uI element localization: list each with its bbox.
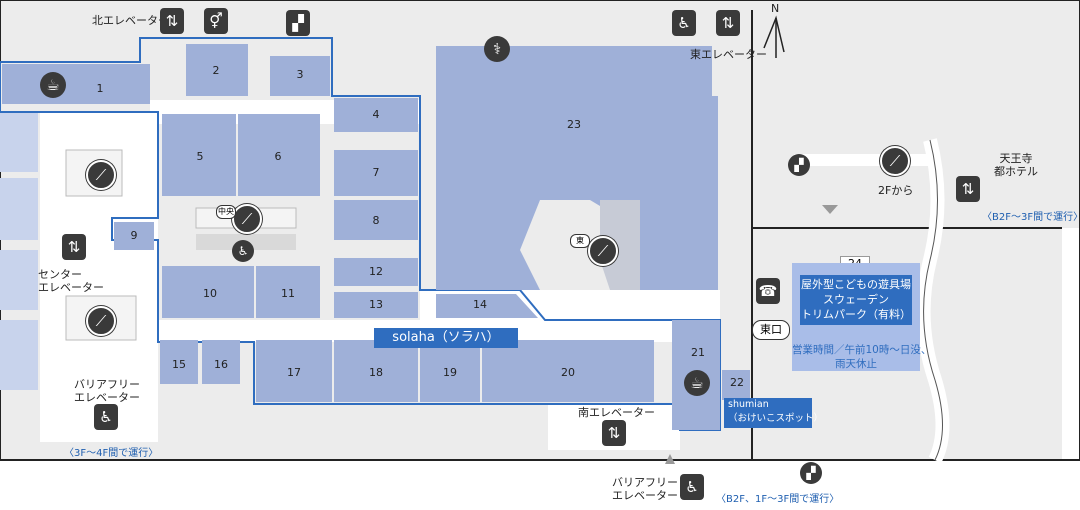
building-border: [0, 0, 1080, 461]
store-12[interactable]: 12: [369, 265, 383, 278]
store-2[interactable]: 2: [212, 64, 220, 77]
store-16[interactable]: 16: [214, 358, 228, 371]
center-elevator-label: センター エレベーター: [38, 268, 104, 294]
smoking-area-icon[interactable]: ⚕: [484, 36, 510, 62]
building-east-upper: [752, 0, 1080, 228]
south-elevator-icon[interactable]: ⇅: [602, 420, 626, 446]
park-hours: 営業時間／午前10時〜日没、 雨天休止: [792, 344, 932, 370]
stairs-icon[interactable]: ▞: [286, 10, 310, 36]
tennoji-hotel-note: 〈B2F〜3F間で運行〉: [982, 212, 1080, 223]
cafe-icon-south[interactable]: ☕: [684, 370, 710, 396]
cafe-icon[interactable]: ☕: [40, 72, 66, 98]
escalator-icon-southwest[interactable]: ⟋: [86, 306, 116, 336]
center-escalator-tag: 中央: [216, 205, 236, 219]
area-left-3: [0, 250, 38, 310]
store-1[interactable]: 1: [96, 82, 104, 95]
barrier-free-elevator-bottom-icon[interactable]: ♿: [680, 474, 704, 500]
area-left-1: [0, 112, 38, 172]
store-23[interactable]: 23: [567, 118, 581, 131]
escalator-icon-west[interactable]: ⟋: [86, 160, 116, 190]
barrier-free-elevator-bottom-label: バリアフリー エレベーター: [612, 476, 678, 502]
store-17[interactable]: 17: [287, 366, 301, 379]
escalator-from-2f-icon[interactable]: ⟋: [880, 146, 910, 176]
east-escalator-tag: 東: [570, 234, 590, 248]
store-10[interactable]: 10: [203, 287, 217, 300]
store-shapes: [2, 44, 750, 430]
compass-north-label: N: [771, 2, 780, 15]
tennoji-hotel-label: 天王寺 都ホテル: [994, 152, 1038, 178]
wheelchair-icon[interactable]: ♿: [672, 10, 696, 36]
park-area[interactable]: 屋外型こどもの遊具場 スウェーデン トリムパーク（有料） 営業時間／午前10時〜…: [792, 263, 932, 371]
north-elevator-label: 北エレベーター: [92, 14, 169, 27]
store-22[interactable]: 22: [730, 376, 744, 389]
area-left-2: [0, 178, 38, 240]
store-20[interactable]: 20: [561, 366, 575, 379]
payphone-icon[interactable]: ☎: [756, 278, 780, 304]
store-14[interactable]: 14: [473, 298, 487, 311]
store-18[interactable]: 18: [369, 366, 383, 379]
east-elevator-icon[interactable]: ⇅: [716, 10, 740, 36]
barrier-free-elevator-bottom-note: 〈B2F、1F〜3F間で運行〉: [716, 494, 840, 505]
park-name: 屋外型こどもの遊具場 スウェーデン トリムパーク（有料）: [800, 275, 912, 325]
store-9[interactable]: 9: [130, 229, 138, 242]
east-elevator-label: 東エレベーター: [690, 48, 767, 61]
center-escalator-icon[interactable]: ⟋: [232, 204, 262, 234]
store-19[interactable]: 19: [443, 366, 457, 379]
store-5[interactable]: 5: [196, 150, 204, 163]
solaha-banner[interactable]: solaha（ソラハ）: [374, 328, 518, 348]
wheelchair-restroom-icon[interactable]: ♿: [232, 240, 254, 262]
store-13[interactable]: 13: [369, 298, 383, 311]
center-elevator-icon[interactable]: ⇅: [62, 234, 86, 260]
from-2f-label: 2Fから: [878, 184, 914, 197]
barrier-free-elevator-left-note: 〈3F〜4F間で運行〉: [64, 448, 159, 459]
north-compass: [763, 15, 785, 58]
barrier-free-elevator-left-label: バリアフリー エレベーター: [74, 378, 140, 404]
store-8[interactable]: 8: [372, 214, 380, 227]
shumian-banner[interactable]: shumian （おけいこスポット）: [724, 398, 823, 428]
store-21[interactable]: 21: [691, 346, 705, 359]
area-left-4: [0, 320, 38, 390]
store-3[interactable]: 3: [296, 68, 304, 81]
stairs-icon-east[interactable]: ▞: [788, 154, 810, 176]
hotel-elevator-icon[interactable]: ⇅: [956, 176, 980, 202]
store-15[interactable]: 15: [172, 358, 186, 371]
store-4[interactable]: 4: [372, 108, 380, 121]
store-11[interactable]: 11: [281, 287, 295, 300]
east-escalator-icon[interactable]: ⟋: [588, 236, 618, 266]
store-6[interactable]: 6: [274, 150, 282, 163]
south-elevator-label: 南エレベーター: [578, 406, 655, 419]
stairs-icon-southeast[interactable]: ▞: [800, 462, 822, 484]
store-7[interactable]: 7: [372, 166, 380, 179]
east-gate[interactable]: 東口: [752, 320, 790, 340]
north-elevator-icon[interactable]: ⇅: [160, 8, 184, 34]
restroom-icon[interactable]: ⚥: [204, 8, 228, 34]
barrier-free-elevator-left-icon[interactable]: ♿: [94, 404, 118, 430]
